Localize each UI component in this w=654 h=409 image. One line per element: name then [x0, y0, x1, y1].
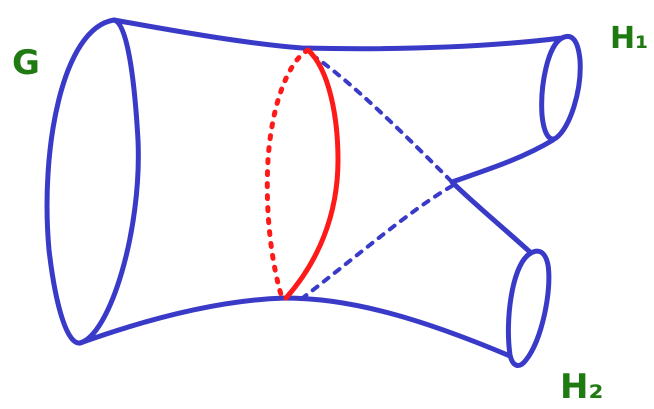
- cut-curve-front: [286, 50, 338, 298]
- left-boundary-circle: [47, 20, 138, 343]
- label-h1: H₁: [610, 21, 648, 56]
- inner-crotch-edge: [452, 140, 553, 252]
- bottom-right-boundary-circle: [508, 251, 548, 365]
- label-h2: H₂: [560, 367, 603, 407]
- bottom-outer-edge: [80, 298, 510, 356]
- top-outer-edge: [114, 20, 562, 49]
- top-right-boundary-circle: [542, 36, 581, 139]
- cut-curve-back: [267, 50, 308, 298]
- label-g: G: [12, 43, 40, 83]
